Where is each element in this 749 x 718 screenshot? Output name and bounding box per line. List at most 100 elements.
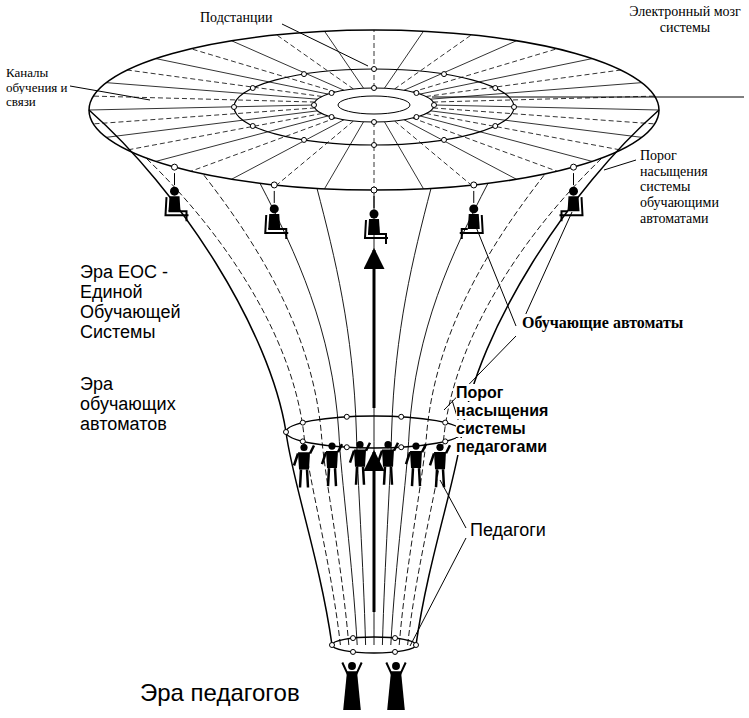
flow-line [374, 190, 375, 645]
head [412, 443, 419, 450]
substation-dot [344, 414, 349, 419]
torso [410, 451, 422, 468]
arms [342, 662, 361, 674]
chair [265, 215, 288, 239]
channel-line [127, 114, 322, 151]
channel-line [374, 122, 375, 190]
channel-line [430, 111, 641, 138]
substation-dot [312, 103, 317, 108]
teacher-figure [350, 441, 370, 485]
substation-dot [232, 105, 237, 110]
growth-arrow [373, 452, 376, 612]
leader-line [474, 222, 516, 326]
label-text: Подстанции [200, 10, 290, 26]
substation-dot [399, 414, 404, 419]
substation-dot [372, 120, 377, 125]
brain-ring [314, 88, 434, 122]
substation-dot [443, 439, 448, 444]
label-text: Эра ЕОС - Единой Обучающей Системы [80, 262, 198, 343]
growth-arrow [373, 250, 376, 408]
substation-dot [250, 86, 255, 91]
label-run: Эра обучающих автоматов [80, 374, 176, 434]
label-run: Эра ЕОС - Единой Обучающей Системы [80, 262, 180, 342]
label-run: Педагоги [470, 520, 546, 540]
substation-dot [414, 643, 419, 648]
head [469, 204, 478, 213]
leader-line [432, 97, 744, 98]
channel-line [433, 108, 655, 124]
channel-line [89, 105, 314, 110]
teachers-threshold-ring [286, 416, 462, 448]
label-text: Электронный мозг системы [626, 4, 744, 35]
substation-dot [442, 137, 447, 142]
leader-line [604, 160, 636, 170]
label-text: Порог насыщения системы обучающими автом… [640, 148, 746, 226]
head [370, 210, 379, 219]
hanger [174, 173, 175, 185]
label-text: Эра обучающих автоматов [80, 374, 198, 434]
head [569, 187, 578, 196]
substation-dot [442, 72, 447, 77]
head [392, 662, 400, 670]
substation-dot [399, 445, 404, 450]
label-run: Каналы обучения и связи [6, 65, 68, 109]
substation-dot [372, 143, 377, 148]
funnel-flow-lines [146, 158, 602, 645]
substation-dot [432, 103, 437, 108]
head [170, 187, 179, 196]
channel-line [395, 121, 472, 185]
channel-line [325, 31, 364, 88]
channel-line [93, 96, 315, 102]
teacher-figure [322, 443, 342, 487]
channel-line [232, 120, 345, 180]
limbs [378, 443, 398, 485]
head [270, 204, 279, 213]
base-ring [332, 637, 416, 653]
head [384, 441, 391, 448]
arms [386, 662, 405, 674]
automaton-node [371, 187, 377, 193]
channel-line [384, 31, 423, 88]
leader-lines [70, 24, 744, 646]
leader-line [282, 24, 368, 66]
channel-line [426, 114, 621, 151]
substation-dot [414, 90, 419, 95]
limbs [294, 446, 314, 488]
substation-dot [302, 72, 307, 77]
teacher-figure [406, 443, 426, 487]
substation-dot [443, 420, 448, 425]
leader-line [410, 538, 466, 646]
torso [169, 196, 181, 211]
channel-line [93, 108, 315, 124]
substation-dot [284, 430, 289, 435]
substation-ring [234, 69, 514, 145]
channel-line [106, 111, 317, 138]
substation-dot [493, 86, 498, 91]
hanger [473, 191, 474, 203]
label-run: Эра педагогов [140, 679, 300, 706]
automaton-node [271, 182, 277, 188]
channel-line [325, 122, 364, 189]
flow-line [260, 183, 357, 645]
substation-dot [250, 124, 255, 129]
figures [166, 173, 583, 710]
label-run: Подстанции [200, 10, 273, 25]
label-text: Педагоги [470, 520, 590, 540]
teacher-figure [386, 662, 405, 710]
chair [560, 197, 583, 221]
channel-line [156, 116, 328, 161]
chair [365, 220, 388, 244]
flow-line [408, 158, 602, 645]
substation-dot [393, 649, 398, 654]
substation-dot [372, 67, 377, 72]
automaton-node [471, 182, 477, 188]
automaton-node [172, 164, 178, 170]
head [300, 444, 307, 451]
torso [354, 450, 366, 467]
torso [268, 214, 280, 229]
substation-dot [329, 115, 334, 120]
hanger [374, 196, 375, 208]
leader-line [524, 212, 572, 318]
channel-line [426, 70, 621, 97]
